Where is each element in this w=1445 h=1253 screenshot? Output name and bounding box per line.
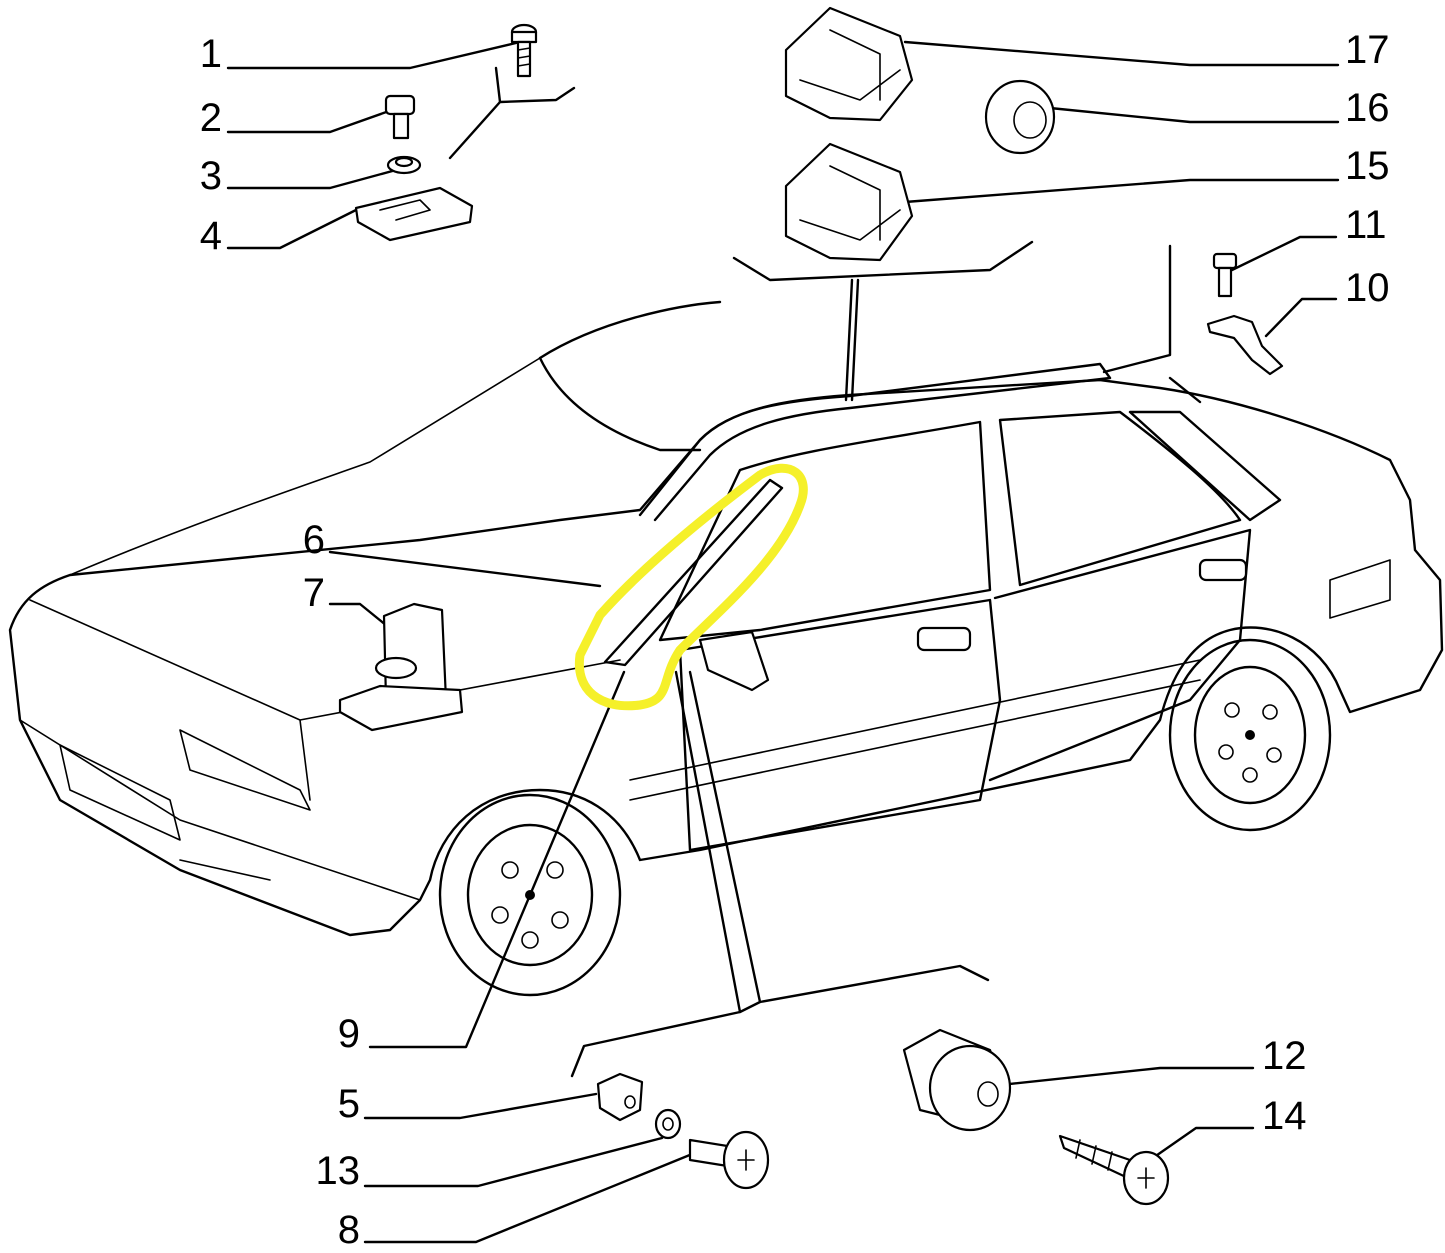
leader-10-11-group xyxy=(1102,244,1172,374)
leader-9 xyxy=(368,670,626,1049)
part-17-bracket xyxy=(784,6,914,122)
a-pillar-highlight xyxy=(574,463,808,711)
leader-lines xyxy=(226,40,1340,1244)
callout-13: 13 xyxy=(315,1149,361,1193)
roof-moulding xyxy=(638,362,1112,522)
leader-15-17-group xyxy=(732,240,1034,282)
leader-lower-drop-a xyxy=(674,670,742,1014)
leader-4 xyxy=(226,206,362,250)
leader-15-17-drop-a xyxy=(844,278,854,402)
rear-door-window xyxy=(998,410,1242,587)
part-8-screw xyxy=(688,1130,770,1190)
callout-3: 3 xyxy=(199,154,222,198)
front-door-handle xyxy=(916,626,972,652)
callout-9: 9 xyxy=(337,1012,360,1056)
callout-10: 10 xyxy=(1345,266,1390,310)
callout-16: 16 xyxy=(1345,86,1390,130)
a-pillar-trim xyxy=(603,478,784,667)
side-trim xyxy=(629,659,1201,801)
part-2-bolt xyxy=(384,94,416,140)
car-hood-crease xyxy=(29,599,621,801)
part-15-bracket xyxy=(784,142,914,262)
leader-10 xyxy=(1264,297,1338,338)
leader-5 xyxy=(363,1092,598,1120)
part-4-clip xyxy=(354,186,474,242)
leader-lower-drop-b xyxy=(688,670,762,1004)
front-door xyxy=(678,598,1002,852)
callout-12: 12 xyxy=(1262,1034,1307,1078)
callout-1: 1 xyxy=(199,32,222,76)
leader-8 xyxy=(363,1148,704,1244)
callout-14: 14 xyxy=(1262,1094,1307,1138)
front-door-window xyxy=(658,420,992,642)
leader-lower-group xyxy=(570,964,990,1078)
callout-6: 6 xyxy=(302,518,325,562)
callout-17: 17 xyxy=(1345,28,1390,72)
part-1-bolt xyxy=(510,23,538,78)
leader-15-17-drop-b xyxy=(850,278,860,402)
rear-wheel xyxy=(1168,638,1332,832)
part-13-washer xyxy=(654,1108,682,1140)
car-illustration xyxy=(8,300,1444,997)
leader-1 xyxy=(226,40,522,70)
callout-2: 2 xyxy=(199,96,222,140)
car-roof xyxy=(538,300,722,452)
part-10-clip xyxy=(1206,314,1284,376)
leader-12 xyxy=(998,1066,1255,1087)
car-hood-line xyxy=(69,357,541,576)
part-11-screw xyxy=(1212,252,1238,298)
part-3-nut xyxy=(386,155,422,175)
part-12-clip xyxy=(902,1028,1012,1132)
leader-3 xyxy=(226,168,398,190)
leader-14 xyxy=(1148,1126,1255,1162)
leader-7 xyxy=(328,602,394,632)
headlight xyxy=(179,729,311,811)
grille xyxy=(59,744,181,841)
leader-1-group xyxy=(448,86,576,160)
callout-8: 8 xyxy=(337,1208,360,1252)
part-7-hinge xyxy=(338,602,464,732)
leader-13 xyxy=(363,1136,664,1188)
part-5-nut xyxy=(596,1072,644,1122)
leader-16 xyxy=(1048,106,1340,124)
side-mirror xyxy=(698,630,770,692)
tail-light xyxy=(1329,559,1391,619)
callout-4: 4 xyxy=(199,214,222,258)
leader-6 xyxy=(328,550,602,588)
leader-15 xyxy=(903,178,1340,204)
part-14-self-tapping-screw xyxy=(1058,1134,1170,1206)
leader-10-11-group-b xyxy=(1168,376,1202,404)
callout-7: 7 xyxy=(302,571,325,615)
part-16-grommet xyxy=(984,79,1056,155)
rear-quarter-window xyxy=(1128,410,1282,522)
callout-5: 5 xyxy=(337,1082,360,1126)
callout-15: 15 xyxy=(1345,144,1390,188)
bumper xyxy=(19,719,421,901)
leader-17 xyxy=(903,40,1340,67)
leader-11 xyxy=(1230,235,1338,272)
callout-11: 11 xyxy=(1345,203,1387,247)
rear-door-handle xyxy=(1198,558,1248,582)
leader-2 xyxy=(226,108,394,134)
front-wheel xyxy=(438,793,622,997)
leader-1-group-b xyxy=(494,66,502,104)
